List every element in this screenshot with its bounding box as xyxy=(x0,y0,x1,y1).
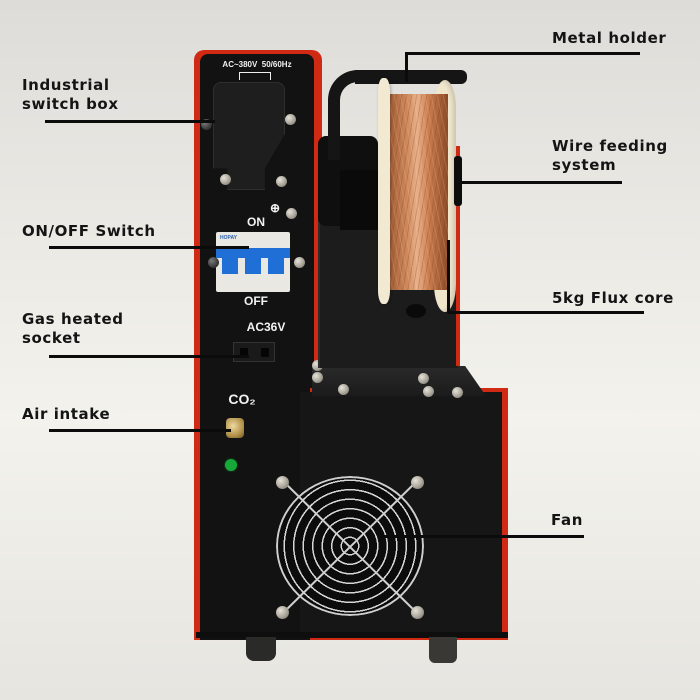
socket-hole-right xyxy=(261,348,269,357)
copper-wire-spool xyxy=(386,94,448,290)
fan-screw xyxy=(411,476,424,489)
callout-line-flux-core-rise xyxy=(447,240,450,313)
air-intake-fitting[interactable] xyxy=(226,418,244,438)
callout-industrial-switch-box: Industrial switch box xyxy=(22,76,119,113)
callout-line-industrial-switch-box xyxy=(45,120,215,123)
screw xyxy=(285,114,296,125)
screw xyxy=(294,257,305,268)
callout-wire-feeding-system: Wire feeding system xyxy=(552,137,668,174)
wire-feed-knob xyxy=(454,156,462,206)
callout-line-metal-holder-drop xyxy=(405,52,408,82)
screw xyxy=(201,119,212,130)
breaker-brand: HOPAY xyxy=(220,235,237,241)
metal-holder-bar xyxy=(355,70,467,84)
screw xyxy=(452,387,463,398)
callout-on-off-switch: ON/OFF Switch xyxy=(22,222,156,240)
callout-fan: Fan xyxy=(551,511,583,529)
machine-base xyxy=(196,632,508,638)
ground-symbol: ⊕ xyxy=(270,201,281,215)
breaker-toggle-3[interactable] xyxy=(268,258,284,274)
screw xyxy=(276,176,287,187)
callout-line-metal-holder xyxy=(406,52,640,55)
spool-front-flange xyxy=(378,78,390,304)
screw xyxy=(208,257,219,268)
screw xyxy=(338,384,349,395)
fan-screw xyxy=(411,606,424,619)
gas-label: CO₂ xyxy=(228,391,256,407)
breaker-toggle-2[interactable] xyxy=(245,258,261,274)
callout-line-wire-feeding-system xyxy=(460,181,622,184)
screw xyxy=(312,372,323,383)
callout-flux-core: 5kg Flux core xyxy=(552,289,674,307)
callout-metal-holder: Metal holder xyxy=(552,29,667,47)
screw xyxy=(423,386,434,397)
panel-rating-text: AC~380V 50/60Hz xyxy=(222,60,292,69)
on-off-switch-breaker[interactable]: HOPAY xyxy=(216,232,290,292)
screw xyxy=(286,208,297,219)
plug-pin-diagram xyxy=(239,72,271,80)
switch-off-label: OFF xyxy=(244,294,268,308)
wheel-left xyxy=(246,637,276,661)
screw xyxy=(312,360,323,371)
callout-line-gas-heated-socket xyxy=(49,355,249,358)
callout-gas-heated-socket: Gas heated socket xyxy=(22,310,124,347)
spool-axle xyxy=(340,170,380,230)
spool-locking-nut xyxy=(406,304,426,318)
socket-hole-left xyxy=(240,348,248,357)
socket-voltage-label: AC36V xyxy=(246,320,286,334)
callout-line-flux-core xyxy=(448,311,644,314)
fan-screw xyxy=(276,476,289,489)
callout-line-air-intake xyxy=(49,429,231,432)
fan-screw xyxy=(276,606,289,619)
callout-line-fan xyxy=(380,535,584,538)
bracket-red-edge xyxy=(456,146,460,366)
screw xyxy=(418,373,429,384)
screw xyxy=(220,174,231,185)
indicator-light xyxy=(225,459,237,471)
breaker-toggle-bar[interactable] xyxy=(216,248,290,258)
switch-on-label: ON xyxy=(247,215,265,229)
callout-air-intake: Air intake xyxy=(22,405,111,423)
wheel-right xyxy=(429,637,457,663)
fan-guard-cross xyxy=(281,479,419,615)
gas-heated-socket[interactable] xyxy=(233,342,275,362)
callout-line-on-off-switch xyxy=(49,246,249,249)
breaker-toggle-1[interactable] xyxy=(222,258,238,274)
